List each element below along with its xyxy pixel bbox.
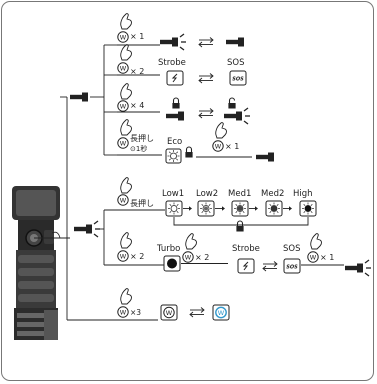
row-3: × 4 [117, 83, 251, 125]
med2-label: Med2 [261, 189, 284, 199]
on-state-branch [73, 210, 105, 265]
row-2: × 2 Strobe SOS SOS [117, 44, 247, 86]
lock-icon [235, 220, 245, 233]
flashlight-off-icon [70, 92, 88, 102]
row6-count: × 2 [130, 252, 144, 261]
row-6: × 2 Turbo × 2 Strobe SOS SOS × 1 [104, 232, 372, 277]
strobe-label: Strobe [158, 58, 186, 68]
svg-text:SOS: SOS [286, 265, 298, 271]
low2-label: Low2 [196, 189, 218, 199]
sos-icon [283, 258, 301, 274]
diagram-frame [1, 1, 374, 381]
row6-count3: × 1 [320, 253, 334, 262]
flashlight-off-icon [166, 111, 184, 121]
sos-icon [229, 70, 247, 86]
unlock-icon [227, 97, 237, 110]
turbo-label: Turbo [156, 244, 180, 254]
svg-text:W: W [218, 309, 225, 317]
med1-label: Med1 [228, 189, 251, 199]
svg-text:SOS: SOS [232, 77, 244, 83]
blue-w-button-icon [215, 306, 227, 319]
flashlight-on-icon [223, 107, 251, 125]
flashlight-on-icon [159, 33, 187, 51]
w-button-icon [117, 31, 129, 43]
row-5: 長押し Low1 Low2 Med1 Med2 High [104, 177, 317, 233]
row3-count: × 4 [130, 101, 144, 110]
flashlight-off-icon [256, 152, 274, 162]
row-1: × 1 [117, 13, 244, 51]
row1-count: × 1 [130, 32, 144, 41]
strobe-icon [237, 258, 255, 274]
off-state-branch [70, 44, 117, 156]
row4-count2: × 1 [225, 142, 239, 151]
strobe-label-2: Strobe [232, 244, 260, 254]
flashlight-illustration [12, 186, 60, 340]
row7-count: ×3 [130, 308, 141, 317]
high-label: High [293, 189, 313, 199]
swap-arrows-icon [198, 37, 214, 48]
row2-count: × 2 [130, 67, 144, 76]
row-4: 長押し ⊙1秒 Eco × 1 [117, 119, 274, 164]
row-7: ×3 W [67, 288, 230, 321]
sos-label-2: SOS [283, 244, 300, 254]
flashlight-on-icon [73, 220, 101, 238]
flashlight-off-icon [226, 37, 244, 47]
lock-icon [171, 97, 181, 110]
eco-label: Eco [167, 137, 182, 147]
sos-label: SOS [227, 58, 244, 68]
hold-label: 長押し [130, 133, 154, 143]
strobe-icon [166, 70, 184, 86]
lock-icon [184, 146, 194, 159]
hold-label-2: 長押し [130, 198, 154, 208]
flashlight-on-icon [344, 259, 372, 277]
timer-label: ⊙1秒 [130, 144, 147, 153]
low1-label: Low1 [162, 189, 184, 199]
row6-count2: × 2 [195, 253, 209, 262]
